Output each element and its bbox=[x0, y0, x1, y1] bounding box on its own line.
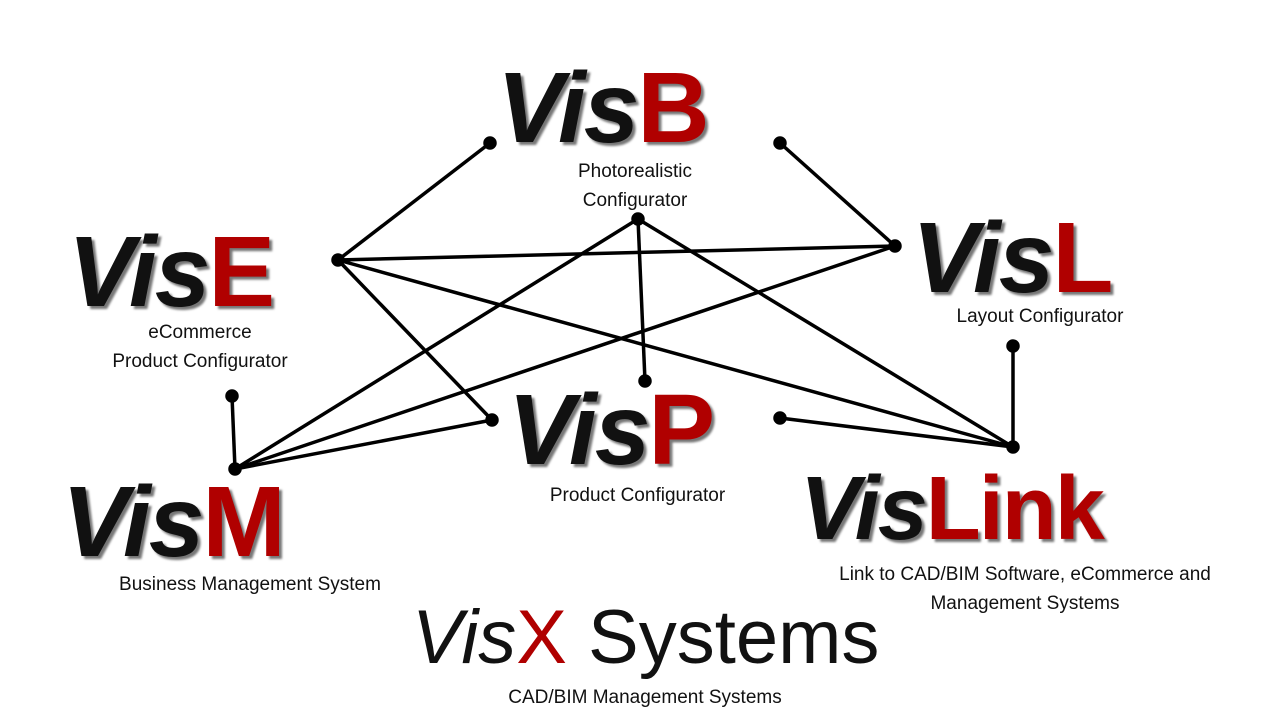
visp-caption: Product Configurator bbox=[549, 485, 726, 506]
visx-caption: CAD/BIM Management Systems bbox=[508, 687, 782, 708]
visl-caption: Layout Configurator bbox=[956, 306, 1124, 327]
visx-logo: VisX Systems bbox=[412, 595, 880, 680]
vism-logo: VisM bbox=[62, 466, 286, 578]
visl-logo: VisL bbox=[912, 202, 1113, 314]
visb-logo: VisB bbox=[497, 52, 710, 164]
visp-logo: VisP bbox=[508, 374, 715, 486]
vism-caption: Business Management System bbox=[119, 574, 381, 595]
vise-logo: VisE bbox=[68, 216, 275, 328]
vislink-logo: VisLink bbox=[800, 459, 1105, 559]
